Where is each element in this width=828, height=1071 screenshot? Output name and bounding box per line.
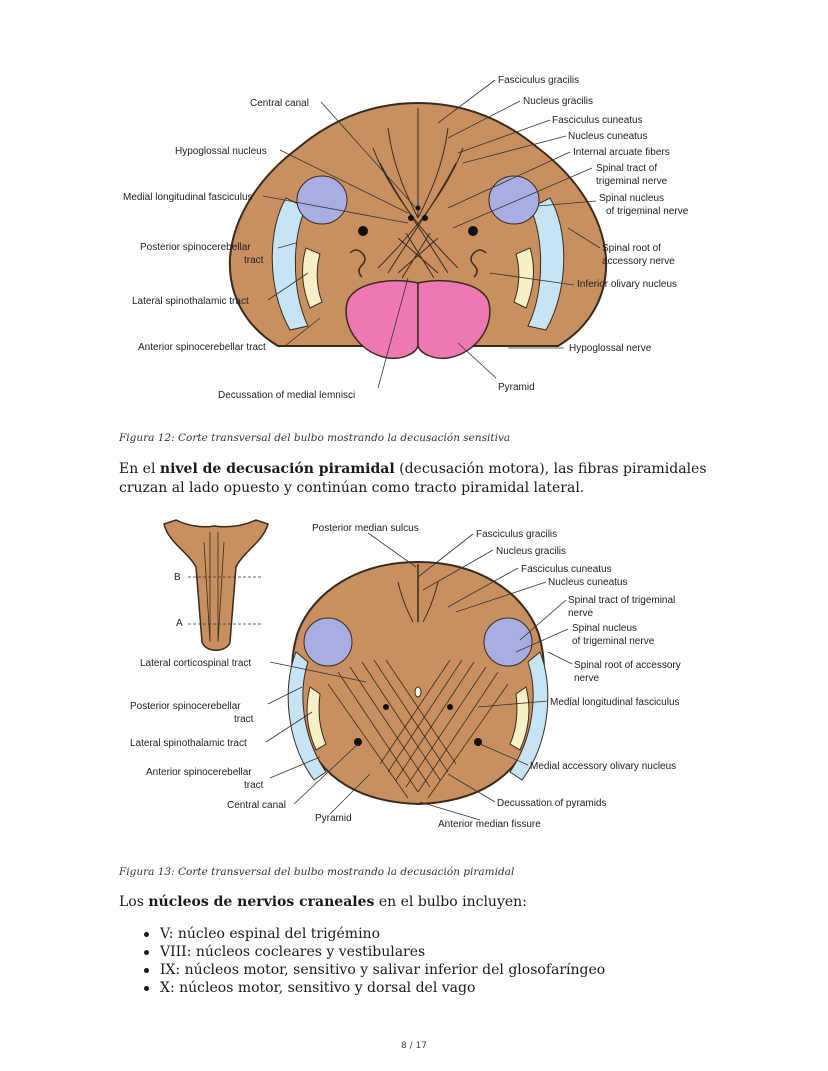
fig12-label: tract	[244, 255, 264, 266]
list-item: IX: núcleos motor, sensitivo y salivar i…	[138, 961, 708, 979]
fig12-label: of trigeminal nerve	[606, 206, 689, 217]
fig12-label: Inferior olivary nucleus	[577, 279, 677, 290]
fig12-label: Internal arcuate fibers	[573, 147, 670, 158]
list-item: X: núcleos motor, sensitivo y dorsal del…	[138, 979, 708, 997]
fig13-label: Nucleus gracilis	[496, 546, 566, 557]
fig12-label: Spinal tract of	[596, 163, 657, 174]
left-pyramid	[345, 279, 419, 360]
fig12-label: trigeminal nerve	[596, 176, 668, 187]
paragraph-nucleos: Los núcleos de nervios craneales en el b…	[119, 893, 709, 912]
fig13-label: tract	[234, 714, 254, 725]
fig12-label: Nucleus gracilis	[523, 96, 593, 107]
fig12-label: accessory nerve	[602, 256, 675, 267]
inset-level-b: B	[174, 572, 181, 583]
fig13-label: Anterior spinocerebellar	[146, 767, 252, 778]
paragraph-bold: núcleos de nervios craneales	[148, 894, 375, 910]
fig12-label: Lateral spinothalamic tract	[132, 296, 249, 307]
fig13-label: Posterior median sulcus	[312, 523, 419, 534]
fig13-label: Fasciculus gracilis	[476, 529, 557, 540]
fig12-label: Pyramid	[498, 382, 535, 393]
figure-13-caption: Figura 13: Corte transversal del bulbo m…	[119, 866, 515, 878]
figure-13-diagram: B A Posterior	[130, 519, 681, 830]
fig13-label: of trigeminal nerve	[572, 636, 655, 647]
fig12-label: Hypoglossal nerve	[569, 343, 652, 354]
fig12-label: Decussation of medial lemnisci	[218, 390, 355, 401]
fig13-label: Lateral corticospinal tract	[140, 658, 251, 669]
right-spinal-nucleus	[488, 175, 540, 225]
fig13-label: Decussation of pyramids	[497, 798, 607, 809]
fig13-label: Pyramid	[315, 813, 352, 824]
cranial-nuclei-list: V: núcleo espinal del trigémino VIII: nú…	[138, 925, 708, 997]
fig13-label: nerve	[568, 608, 593, 619]
paragraph-text: en el bulbo incluyen:	[374, 894, 527, 910]
page-number: 8 / 17	[401, 1041, 427, 1051]
inset-brainstem: B A	[163, 519, 269, 651]
fig13-label: nerve	[574, 673, 599, 684]
inset-level-a: A	[176, 618, 183, 629]
fig13-label: Nucleus cuneatus	[548, 577, 628, 588]
fig12-label: Medial longitudinal fasciculus	[123, 192, 253, 203]
fig13-label: Spinal tract of trigeminal	[568, 595, 675, 606]
list-item: V: núcleo espinal del trigémino	[138, 925, 708, 943]
fig13-label: Fasciculus cuneatus	[521, 564, 612, 575]
fig13-label: Medial accessory olivary nucleus	[530, 761, 676, 772]
fig12-label: Fasciculus cuneatus	[552, 115, 643, 126]
fig12-label: Fasciculus gracilis	[498, 75, 579, 86]
fig13-label: Lateral spinothalamic tract	[130, 738, 247, 749]
fig12-label: Spinal nucleus	[599, 193, 664, 204]
fig13-label: tract	[244, 780, 264, 791]
fig12-label: Spinal root of	[602, 243, 661, 254]
paragraph-text: (decusación motora), las fibras piramida…	[119, 461, 707, 496]
fig12-label: Nucleus cuneatus	[568, 131, 648, 142]
fig13-label: Spinal nucleus	[572, 623, 637, 634]
fig13-label: Medial longitudinal fasciculus	[550, 697, 680, 708]
paragraph-text: En el	[119, 461, 160, 477]
figure-12-diagram: Fasciculus gracilis Nucleus gracilis Fas…	[123, 75, 689, 401]
list-item: VIII: núcleos cocleares y vestibulares	[138, 943, 708, 961]
paragraph-bold: nivel de decusación piramidal	[159, 461, 395, 477]
fig12-label: Posterior spinocerebellar	[140, 242, 251, 253]
fig13-label: Posterior spinocerebellar	[130, 701, 241, 712]
fig13-label: Anterior median fissure	[438, 819, 541, 830]
fig12-label: Anterior spinocerebellar tract	[138, 342, 266, 353]
fig12-label: Central canal	[250, 98, 309, 109]
fig13-label: Spinal root of accessory	[574, 660, 681, 671]
fig12-label: Hypoglossal nucleus	[175, 146, 267, 157]
fig13-label: Central canal	[227, 800, 286, 811]
right-pyramid	[417, 279, 491, 360]
left-spinal-nucleus	[296, 175, 348, 225]
paragraph-decusacion-piramidal: En el nivel de decusación piramidal (dec…	[119, 460, 709, 498]
paragraph-text: Los	[119, 894, 149, 910]
figure-12-caption: Figura 12: Corte transversal del bulbo m…	[119, 432, 511, 444]
